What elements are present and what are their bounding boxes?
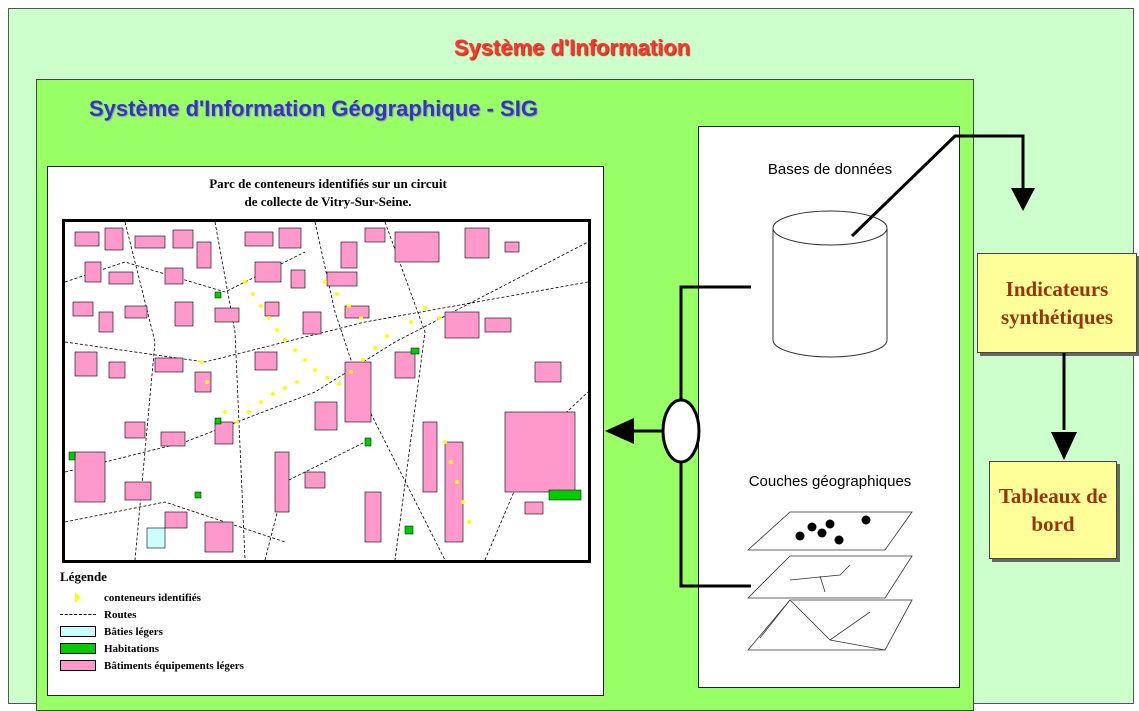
geographic-layers-icon	[746, 511, 913, 651]
connector-lines	[622, 134, 1066, 588]
buildings	[72, 227, 576, 553]
dashboards-label: Tableaux de bord	[998, 484, 1108, 536]
legend-label-habitations: Habitations	[104, 642, 160, 655]
layers-label: Couches géographiques	[748, 473, 912, 490]
database-cylinder-icon	[772, 210, 888, 358]
gis-title: Système d'Information Géographique - SIG	[89, 96, 538, 121]
container-marker-icon	[60, 592, 96, 603]
building-swatch-icon	[60, 660, 96, 671]
legend-item-light-structures: Bâties légers	[60, 623, 244, 640]
map-title-line2: de collecte de Vitry-Sur-Seine.	[244, 194, 412, 209]
legend-label-containers: conteneurs identifiés	[104, 591, 201, 604]
integration-node	[661, 398, 701, 464]
legend-item-habitations: Habitations	[60, 640, 244, 657]
light-structure-swatch-icon	[60, 626, 96, 637]
legend-item-roads: Routes	[60, 606, 244, 623]
map-card: Parc de conteneurs identifiés sur un cir…	[47, 166, 604, 696]
indicators-label: Indicateurs synthétiques	[1000, 277, 1114, 329]
map-legend: Légende conteneurs identifiés Routes Bât…	[60, 569, 244, 674]
map-title: Parc de conteneurs identifiés sur un cir…	[138, 175, 518, 211]
container-markers	[199, 280, 471, 524]
arrow-down-icon	[1011, 188, 1035, 211]
habitation-patches	[68, 291, 582, 535]
legend-title: Légende	[60, 569, 107, 584]
city-map-drawing	[65, 222, 588, 560]
information-system-title: Système d'Information	[453, 35, 691, 60]
road-line-icon	[60, 609, 96, 615]
layer-points	[795, 515, 871, 545]
dashboards-box: Tableaux de bord	[989, 461, 1117, 559]
legend-label-roads: Routes	[104, 608, 137, 621]
indicators-box: Indicateurs synthétiques	[977, 253, 1137, 353]
arrowheads	[605, 188, 1077, 460]
city-map	[62, 219, 591, 563]
legend-item-containers: conteneurs identifiés	[60, 589, 244, 606]
databases-label: Bases de données	[767, 161, 893, 178]
habitation-swatch-icon	[60, 643, 96, 654]
legend-label-equipment-buildings: Bâtiments équipements légers	[104, 659, 244, 672]
legend-item-equipment-buildings: Bâtiments équipements légers	[60, 657, 244, 674]
light-structure	[146, 527, 166, 549]
map-title-line1: Parc de conteneurs identifiés sur un cir…	[209, 176, 447, 191]
legend-label-light-structures: Bâties légers	[104, 625, 163, 638]
arrow-down-icon-2	[1051, 432, 1077, 460]
arrow-left-icon	[605, 418, 634, 444]
